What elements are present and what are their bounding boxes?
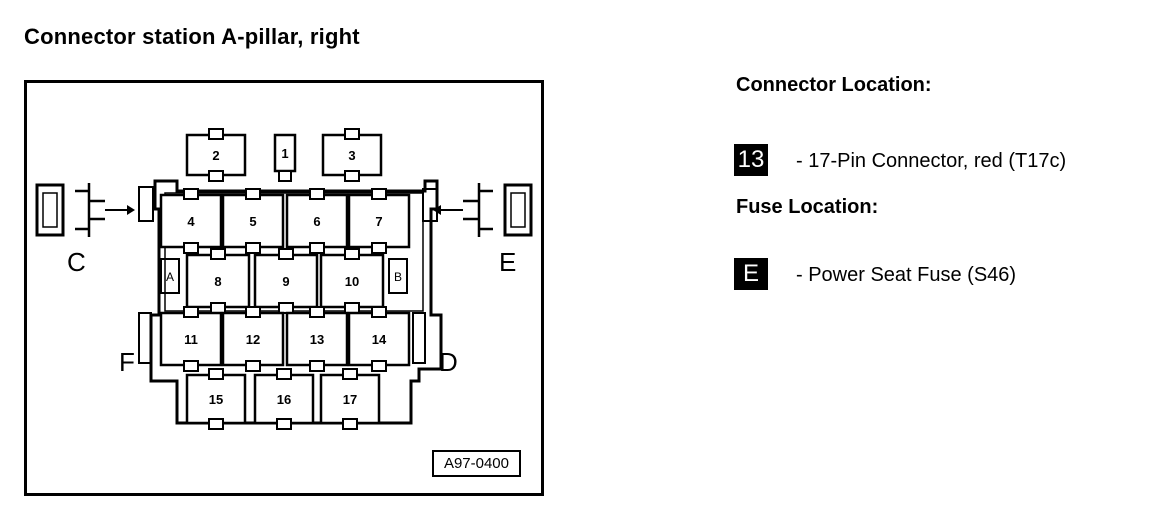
side-label-e: E [499,247,516,277]
slot-10: 10 [319,248,385,314]
slot-label-4: 4 [187,214,195,229]
slot-label-1: 1 [281,146,288,161]
fuse-location-text: - Power Seat Fuse (S46) [796,264,1017,286]
fuse-location-heading: Fuse Location: [736,196,879,218]
lower-left-clip [138,312,152,364]
connector-location-heading: Connector Location: [736,74,932,96]
slot-label-7: 7 [375,214,382,229]
left-side-clip [138,186,154,222]
slot-8: 8 [185,248,251,314]
lower-right-clip [412,312,426,364]
right-side-clip [422,188,438,222]
slot-label-2: 2 [212,148,219,163]
side-label-f: F [119,347,135,377]
slot-label-13: 13 [310,332,324,347]
slot-label-9: 9 [282,274,289,289]
slot-2: 2 [185,128,247,182]
slot-label-10: 10 [345,274,359,289]
fuse-badge: E [734,258,768,290]
inner-label-a: A [166,270,174,284]
slot-1: 1 [273,133,297,182]
slot-4: 4 [159,188,223,254]
connector-c-plug [35,183,135,237]
slot-5: 5 [221,188,285,254]
slot-label-6: 6 [313,214,320,229]
slot-label-3: 3 [348,148,355,163]
slot-15: 15 [185,368,247,430]
slot-3: 3 [321,128,383,182]
side-label-d: D [439,347,458,377]
slot-12: 12 [221,306,285,372]
slot-7: 7 [347,188,411,254]
page-title: Connector station A-pillar, right [24,24,360,49]
housing-inner-outline [164,192,424,312]
housing-outline [149,179,443,425]
slot-label-15: 15 [209,392,223,407]
inner-label-b: B [394,270,402,284]
inner-label-b-box [388,258,408,294]
slot-label-8: 8 [214,274,221,289]
slot-label-11: 11 [184,332,198,347]
slot-13: 13 [285,306,349,372]
inner-label-a-box [160,258,180,294]
connector-badge: 13 [734,144,768,176]
slot-label-17: 17 [343,392,357,407]
slot-17: 17 [319,368,381,430]
connector-e-plug [433,183,533,237]
slot-label-16: 16 [277,392,291,407]
slot-label-5: 5 [249,214,256,229]
slot-9: 9 [253,248,319,314]
slot-label-14: 14 [372,332,387,347]
slot-16: 16 [253,368,315,430]
side-label-c: C [67,247,86,277]
slot-11: 11 [159,306,223,372]
slot-6: 6 [285,188,349,254]
slot-14: 14 [347,306,411,372]
reference-code: A97-0400 [431,450,521,477]
slot-label-12: 12 [246,332,260,347]
connector-location-text: - 17-Pin Connector, red (T17c) [796,150,1067,172]
